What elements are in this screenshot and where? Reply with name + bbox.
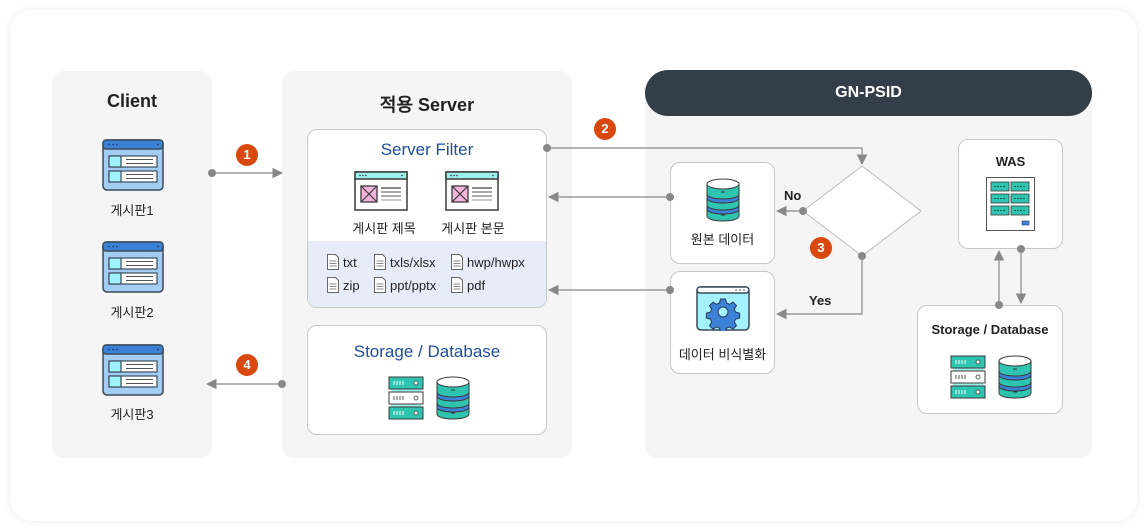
client-board-3-label: 게시판3 bbox=[110, 407, 154, 422]
deidentify-label: 데이터 비식별화 bbox=[678, 347, 767, 362]
file-type-label: txt bbox=[343, 254, 357, 270]
step-badge-3: 3 bbox=[810, 237, 832, 259]
board-window-icon bbox=[102, 241, 164, 293]
gear-window-icon bbox=[696, 286, 750, 331]
client-title: Client bbox=[106, 91, 157, 111]
database-icon bbox=[998, 355, 1032, 399]
file-type-label: pdf bbox=[467, 277, 486, 293]
document-icon bbox=[374, 277, 386, 293]
document-icon bbox=[327, 254, 339, 270]
filter-item-title-label: 게시판 제목 bbox=[352, 221, 416, 236]
step-badge-4: 4 bbox=[236, 354, 258, 376]
gnpsid-storage-box: Storage / Database bbox=[917, 305, 1063, 414]
database-icon bbox=[436, 376, 470, 420]
file-type-item: hwp/hwpx bbox=[451, 254, 525, 270]
original-data-label: 원본 데이터 bbox=[690, 232, 755, 247]
client-board-2-label: 게시판2 bbox=[110, 305, 154, 320]
gnpsid-title: GN-PSID bbox=[645, 70, 1092, 116]
document-icon bbox=[451, 254, 463, 270]
server-rack-icon bbox=[950, 355, 986, 399]
file-type-item: txt bbox=[327, 254, 357, 270]
was-server-icon bbox=[986, 177, 1035, 231]
step-badge-1: 1 bbox=[236, 144, 258, 166]
was-title: WAS bbox=[995, 154, 1026, 169]
file-type-item: zip bbox=[327, 277, 360, 293]
decision-line-2: 탐지 bbox=[850, 213, 874, 228]
document-icon bbox=[451, 277, 463, 293]
gnpsid-storage-title: Storage / Database bbox=[931, 322, 1049, 337]
server-rack-icon bbox=[388, 376, 424, 420]
file-type-item: txls/xlsx bbox=[374, 254, 436, 270]
file-type-item: ppt/pptx bbox=[374, 277, 436, 293]
board-window-icon bbox=[102, 139, 164, 191]
web-page-icon bbox=[354, 171, 408, 211]
file-type-list bbox=[308, 241, 546, 307]
decision-line-1: 개인정보 bbox=[838, 194, 886, 209]
decision-label: 개인정보 탐지 bbox=[818, 192, 906, 230]
database-icon bbox=[706, 178, 740, 222]
file-type-label: zip bbox=[343, 277, 360, 293]
web-page-icon bbox=[445, 171, 499, 211]
server-storage-box: Storage / Database bbox=[307, 325, 547, 435]
server-title: 적용 Server bbox=[379, 95, 475, 115]
server-storage-title: Storage / Database bbox=[353, 342, 501, 361]
yes-label: Yes bbox=[809, 293, 832, 308]
no-label: No bbox=[784, 188, 802, 203]
filter-item-body-label: 게시판 본문 bbox=[441, 221, 505, 236]
document-icon bbox=[374, 254, 386, 270]
step-badge-2: 2 bbox=[594, 118, 616, 140]
board-window-icon bbox=[102, 344, 164, 396]
client-board-1-label: 게시판1 bbox=[110, 203, 154, 218]
server-filter-title: Server Filter bbox=[380, 140, 474, 159]
file-type-label: ppt/pptx bbox=[390, 277, 437, 293]
file-type-item: pdf bbox=[451, 277, 485, 293]
document-icon bbox=[327, 277, 339, 293]
file-type-label: txls/xlsx bbox=[390, 254, 436, 270]
file-type-label: hwp/hwpx bbox=[467, 254, 525, 270]
